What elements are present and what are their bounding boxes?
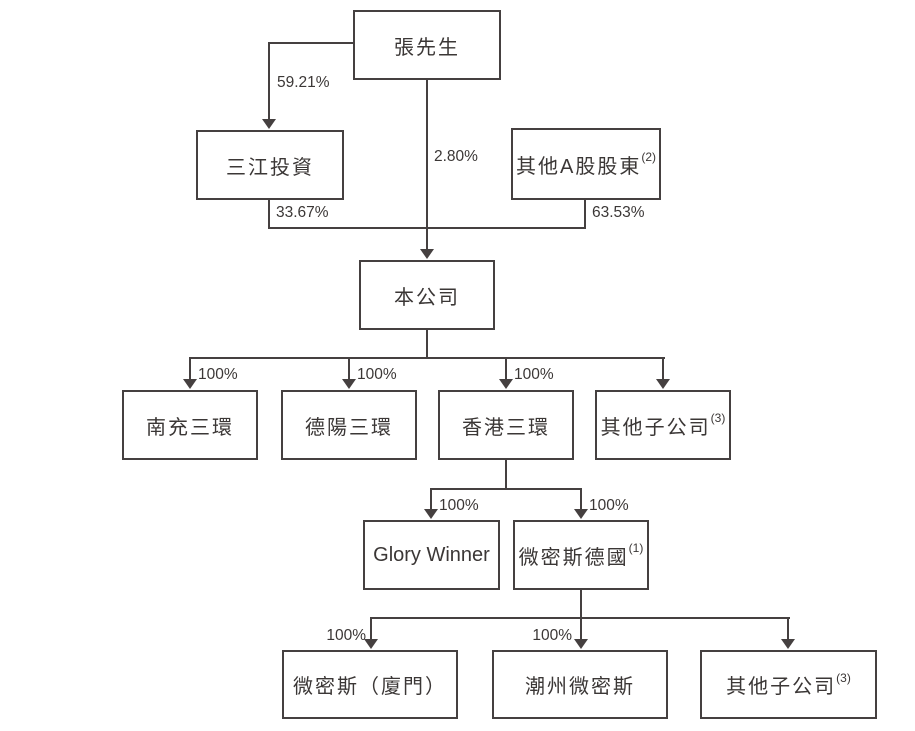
node-label: 張先生 [394,36,460,59]
connector-hk-bus-h [430,488,582,490]
edge-label-sanjiang-company: 33.67% [276,204,329,221]
edge-label-company-nanchong: 100% [198,366,238,383]
edge-label-zhang-company: 2.80% [434,148,478,165]
connector-zhang-company-v [426,80,428,250]
edge-label-hongkong-vermes: 100% [589,497,629,514]
edge-label-hongkong-glory: 100% [439,497,479,514]
node-label: 其他子公司 [600,416,711,439]
arrow-down-icon [183,379,197,389]
arrow-down-icon [656,379,670,389]
node-label: 德陽三環 [305,416,393,439]
edge-label-company-hongkong: 100% [514,366,554,383]
node-hongkong-sanhuan: 香港三環 [438,390,574,460]
node-chaozhou-vermes: 潮州微密斯 [492,650,668,719]
node-vermes-xiamen: 微密斯（廈門） [282,650,458,719]
node-superscript: (1) [628,541,644,555]
connector-other-a-down-v [584,200,586,229]
node-other-subsidiaries-bottom: 其他子公司(3) [700,650,877,719]
arrow-down-icon [420,249,434,259]
node-the-company: 本公司 [359,260,495,330]
connector-other-subs-bot-drop-v [787,617,789,641]
node-superscript: (3) [710,411,726,425]
arrow-down-icon [574,509,588,519]
node-deyang-sanhuan: 德陽三環 [281,390,417,460]
node-mr-zhang: 張先生 [353,10,501,80]
edge-label-zhang-sanjiang: 59.21% [277,74,330,91]
connector-xiamen-drop-v [370,617,372,641]
connector-mid-bus-h [268,227,586,229]
node-label: 三江投資 [226,156,314,179]
node-label: 微密斯德國 [518,546,629,569]
connector-zhang-sanjiang-h [268,42,354,44]
connector-nanchong-drop-v [189,357,191,381]
connector-zhang-sanjiang-v [268,42,270,120]
node-superscript: (2) [641,150,656,164]
arrow-down-icon [499,379,513,389]
edge-label-vermes-chaozhou: 100% [532,627,572,644]
edge-label-other-a-company: 63.53% [592,204,645,221]
connector-sanjiang-down-v [268,200,270,229]
node-label: 本公司 [394,286,460,309]
edge-label-vermes-xiamen: 100% [326,627,366,644]
node-nanchong-sanhuan: 南充三環 [122,390,258,460]
arrow-down-icon [424,509,438,519]
edge-label-company-deyang: 100% [357,366,397,383]
connector-company-down-v [426,330,428,358]
node-sanjiang-investment: 三江投資 [196,130,344,200]
connector-glory-drop-v [430,488,432,511]
connector-other-subs-drop-v [662,357,664,381]
connector-vermes-de-drop-v [580,488,582,511]
node-other-subsidiaries-mid: 其他子公司(3) [595,390,731,460]
node-label: 香港三環 [462,416,550,439]
arrow-down-icon [574,639,588,649]
connector-vermes-down-v [580,590,582,641]
node-label: 其他A股股東 [515,155,642,178]
node-label: 潮州微密斯 [525,676,635,698]
node-label: 南充三環 [146,416,234,439]
connector-vermes-bus-h [370,617,790,619]
node-glory-winner: Glory Winner [363,520,500,590]
connector-hongkong-drop-v [505,357,507,381]
connector-deyang-drop-v [348,357,350,381]
node-label: 其他子公司 [726,676,837,698]
node-vermes-germany: 微密斯德國(1) [513,520,649,590]
arrow-down-icon [342,379,356,389]
arrow-down-icon [262,119,276,129]
connector-subsidiaries-bus-h [189,357,665,359]
connector-hongkong-down-v [505,460,507,489]
arrow-down-icon [781,639,795,649]
node-other-a-shareholders: 其他A股股東(2) [511,128,661,200]
node-label: 微密斯（廈門） [293,676,447,698]
node-label: Glory Winner [373,543,490,566]
node-superscript: (3) [836,670,851,685]
arrow-down-icon [364,639,378,649]
